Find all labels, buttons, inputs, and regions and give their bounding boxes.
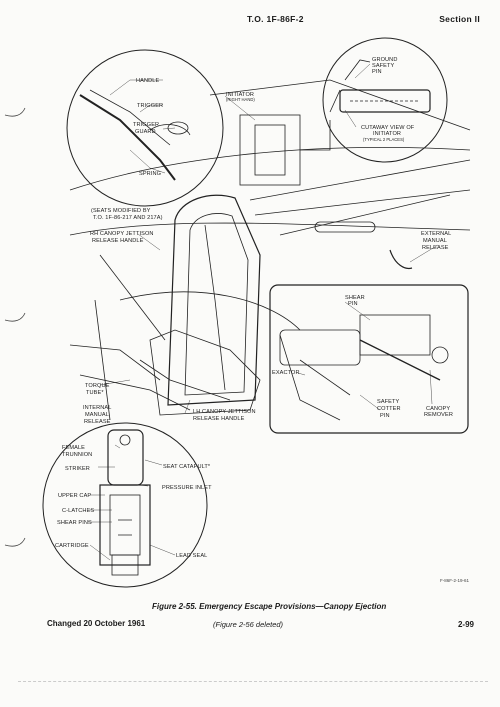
striker-label: STRIKER <box>65 466 90 472</box>
upper-cap-label: UPPER CAP <box>58 493 91 499</box>
section-label: Section II <box>439 14 480 24</box>
external-release-label-line2: MANUAL <box>423 238 447 244</box>
canopy-remover-label-line2: REMOVER <box>424 412 453 418</box>
ground-safety-label-line3: PIN <box>372 69 382 75</box>
initiator-label: INITIATOR <box>226 92 254 98</box>
figure-caption: Figure 2-55. Emergency Escape Provisions… <box>152 602 387 611</box>
spring-label: SPRING <box>139 171 161 177</box>
rh-jettison-label-line2: RELEASE HANDLE <box>92 238 144 244</box>
shear-pin-label-line1: SHEAR <box>345 295 365 301</box>
internal-release-label-line2: MANUAL <box>85 412 109 418</box>
external-release-label-line3: RELEASE <box>422 245 449 251</box>
trigger-guard-label-line1: TRIGGER <box>133 122 159 128</box>
lh-jettison-label-line2: RELEASE HANDLE <box>193 416 245 422</box>
trigger-guard-label-line2: GUARD <box>135 129 156 135</box>
cutaway-label-line2: INITIATOR <box>373 131 401 137</box>
trigger-label: TRIGGER <box>137 103 163 109</box>
page-number: 2-99 <box>457 620 474 629</box>
handle-label: HANDLE <box>136 78 159 84</box>
internal-release-label-line1: INTERNAL <box>83 405 111 411</box>
change-date: Changed 20 October 1961 <box>47 619 146 628</box>
seats-modified-note-line1: (SEATS MODIFIED BY <box>91 208 151 214</box>
deleted-figure-note: (Figure 2-56 deleted) <box>213 620 284 629</box>
ground-safety-label-line2: SAFETY <box>372 63 395 69</box>
safety-cotter-label-line2: COTTER <box>377 406 401 412</box>
rh-jettison-label-line1: RH CANOPY JETTISON <box>90 231 154 237</box>
torque-tube-label-line1: TORQUE <box>85 383 110 389</box>
pressure-inlet-label: PRESSURE INLET <box>162 485 212 491</box>
safety-cotter-label-line1: SAFETY <box>377 399 400 405</box>
shear-pin-label-line2: PIN <box>348 301 358 307</box>
seats-modified-note-line2: T.O. 1F-86-217 AND 217A) <box>93 215 163 221</box>
external-release-label-line1: EXTERNAL <box>421 231 451 237</box>
lead-seal-label: LEAD SEAL <box>176 553 207 559</box>
bottom-divider <box>18 681 488 682</box>
canopy-remover-label-line1: CANOPY <box>426 406 450 412</box>
female-trunnion-label-line2: TRUNNION <box>62 452 92 458</box>
ground-safety-label-line1: GROUND <box>372 57 397 63</box>
c-latches-label: C-LATCHES <box>62 508 94 514</box>
seat-catapult-label: SEAT CATAPULT* <box>163 464 211 470</box>
to-number: T.O. 1F-86F-2 <box>247 14 304 24</box>
shear-pins-label: SHEAR PINS <box>57 520 92 526</box>
initiator-sub-label: (RIGHT HAND) <box>226 97 255 102</box>
exactor-label: EXACTOR <box>272 370 300 376</box>
torque-tube-label-line2: TUBE* <box>86 390 104 396</box>
female-trunnion-label-line1: FEMALE <box>62 445 85 451</box>
internal-release-label-line3: RELEASE <box>84 419 111 425</box>
cartridge-label: CARTRIDGE <box>55 543 89 549</box>
cutaway-label-line3: (TYPICAL 2 PLACES) <box>363 137 405 142</box>
cutaway-label-line1: CUTAWAY VIEW OF <box>361 125 415 131</box>
drawing-code: F-86F-2-19-61 <box>440 578 470 583</box>
safety-cotter-label-line3: PIN <box>380 413 390 419</box>
lh-jettison-label-line1: LH CANOPY JETTISON <box>193 409 256 415</box>
